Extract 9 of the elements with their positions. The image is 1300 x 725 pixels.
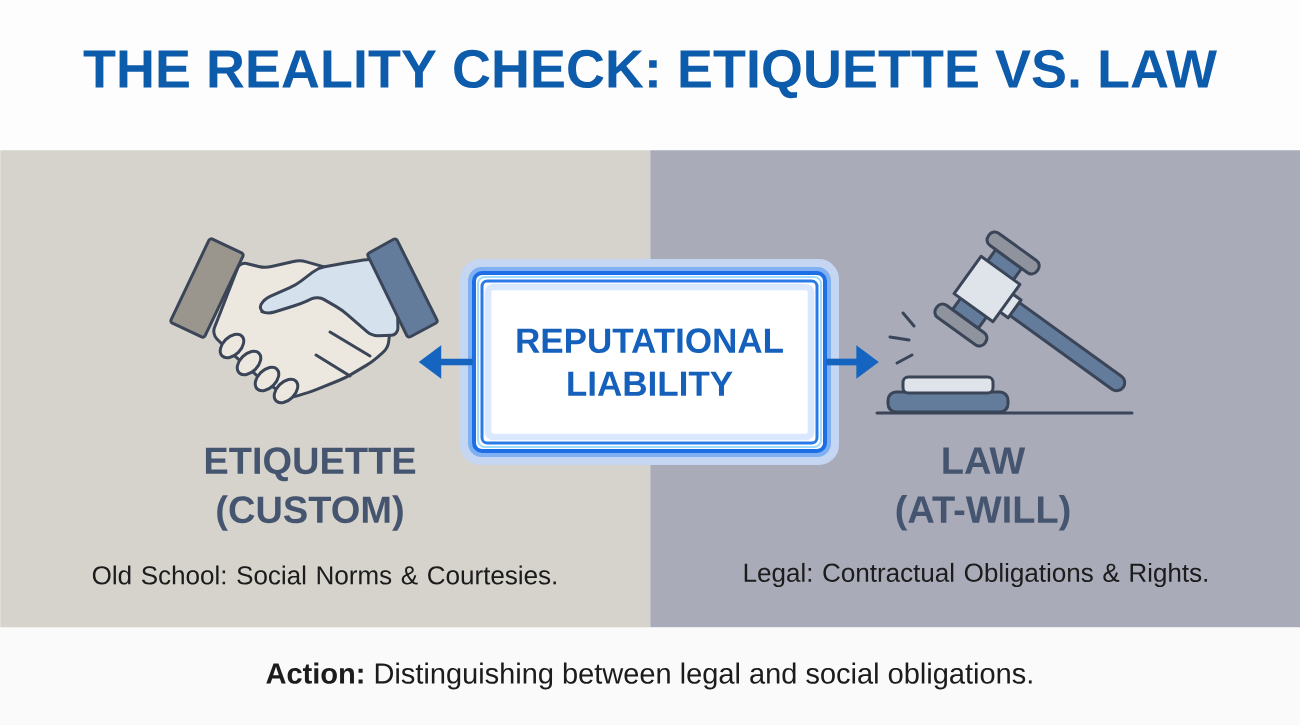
gavel-icon: [875, 230, 1134, 415]
highlight-box: REPUTATIONAL LIABILITY: [460, 259, 839, 465]
description: Old School: Social Norms & Courtesies.: [92, 565, 556, 585]
caption: Action: Distinguishing between legal and social obligations.: [266, 662, 1032, 690]
description: Legal: Contractual Obligations & Rights.: [744, 562, 1207, 588]
title: THE REALITY CHECK: ETIQUETTE VS. LAW: [83, 49, 1217, 99]
heading: LAW (AT-WILL): [896, 447, 1070, 531]
handshake-icon: [169, 237, 439, 405]
heading: ETIQUETTE (CUSTOM): [205, 447, 416, 531]
